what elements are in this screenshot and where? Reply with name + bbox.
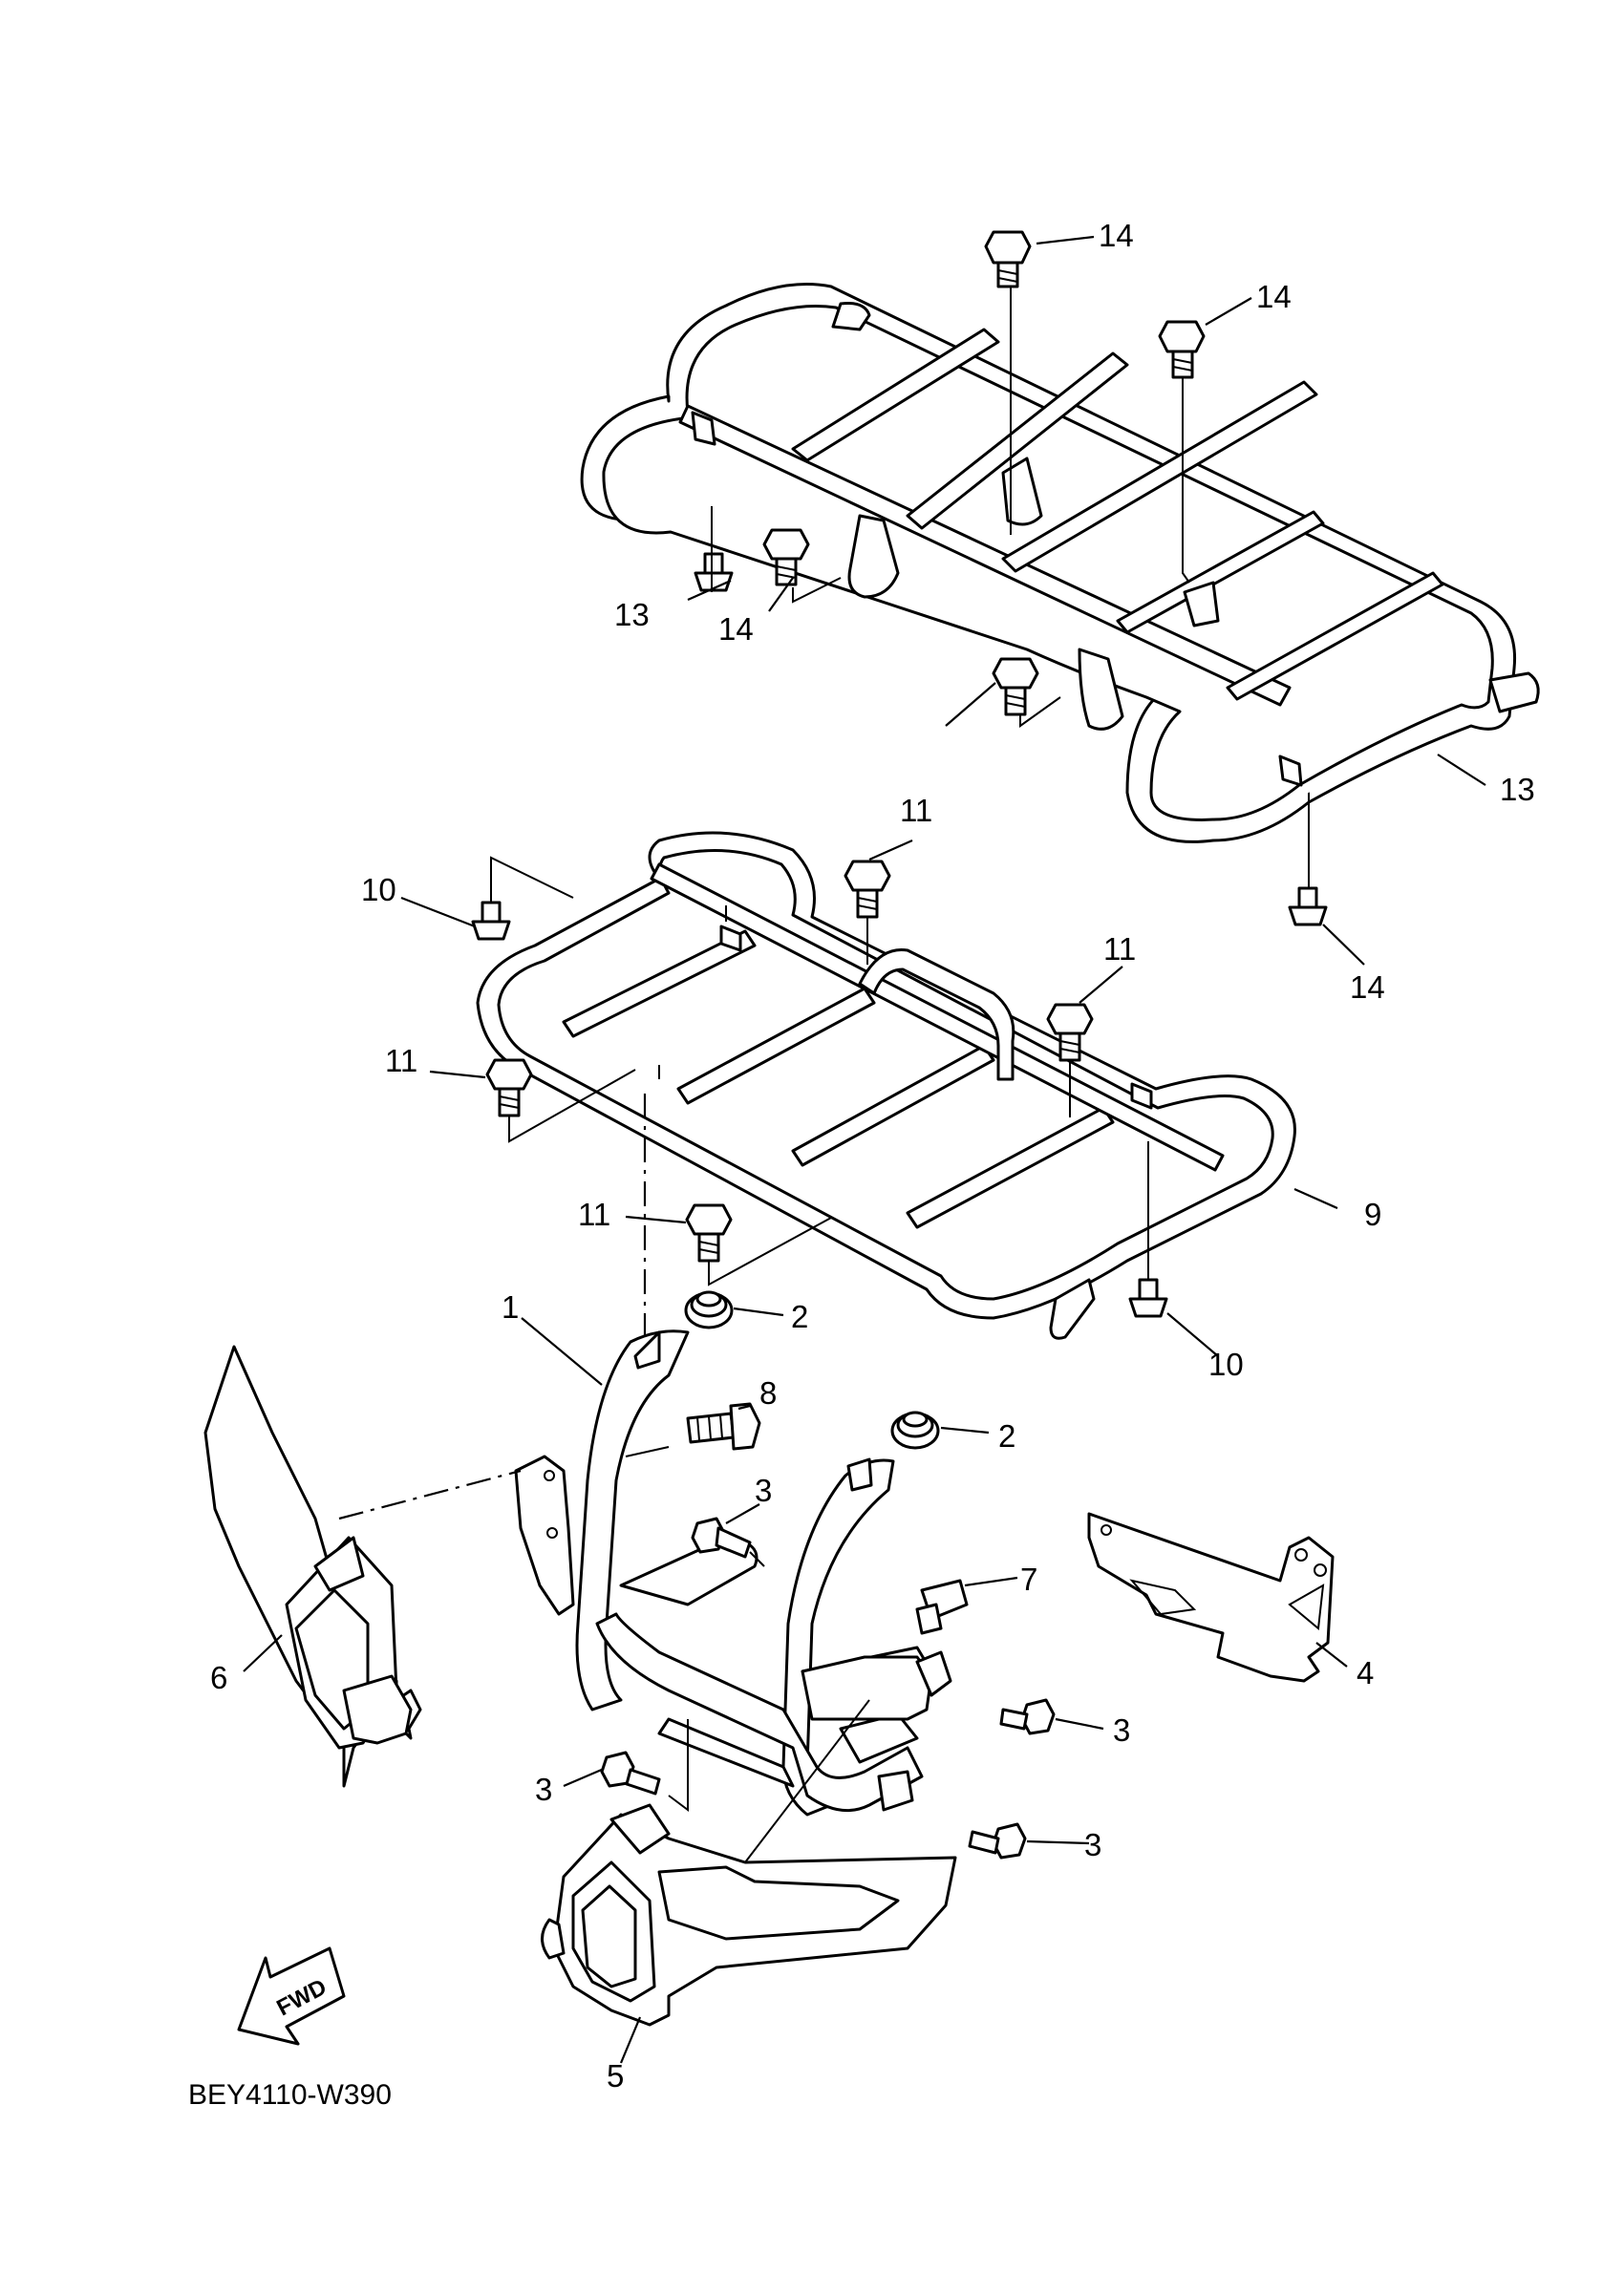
front-guard-part-1 — [575, 1329, 933, 1817]
rear-carrier-part-12 — [580, 283, 1540, 843]
bolt-3-d — [968, 1822, 1027, 1860]
front-carrier-part-9 — [476, 831, 1296, 1340]
bolt-11-d — [685, 1203, 733, 1263]
callout-2: 2 — [791, 1299, 808, 1334]
bolt-11-b — [1046, 1003, 1094, 1062]
bolt-3-c — [600, 1751, 661, 1796]
callout-1: 1 — [502, 1289, 519, 1325]
screw-10-a — [471, 901, 511, 941]
bolt-14-b — [1158, 320, 1206, 379]
callout-13: 14 — [1350, 969, 1385, 1005]
callout-13: 13 — [614, 597, 650, 632]
callout-7: 6 — [210, 1660, 227, 1695]
screw-10-b — [1128, 1278, 1168, 1318]
callout-10: 10 — [361, 872, 396, 907]
callout-2: 2 — [998, 1418, 1015, 1454]
callout-3: 3 — [1084, 1827, 1101, 1862]
callout-14: 14 — [718, 611, 754, 647]
bolt-14-a — [984, 230, 1032, 288]
bolt-14-c — [762, 528, 810, 586]
callout-14: 14 — [1256, 279, 1292, 314]
callout-6: 7 — [1020, 1562, 1037, 1597]
alignment-lines — [338, 287, 1310, 1863]
screw-13-a — [694, 552, 734, 592]
bolt-11-a — [844, 860, 891, 919]
callout-8: 8 — [759, 1375, 777, 1411]
callout-3: 3 — [755, 1473, 772, 1508]
callout-12: 13 — [1500, 772, 1535, 807]
callout-labels: 14 14 13 14 13 14 10 11 11 11 11 9 10 1 … — [210, 218, 1535, 2094]
lower-guard-part-5 — [541, 1803, 957, 2027]
diagram-code: BEY4110-W390 — [188, 2079, 392, 2111]
callout-4: 4 — [1357, 1655, 1374, 1690]
callout-11: 11 — [900, 793, 932, 828]
fwd-arrow-icon: FWD — [237, 1946, 346, 2046]
callout-9: 9 — [1364, 1197, 1381, 1232]
callout-3: 3 — [1113, 1712, 1130, 1748]
bolt-3-b — [999, 1698, 1056, 1735]
callout-11: 11 — [1103, 931, 1136, 967]
clip-nut — [877, 1650, 952, 1812]
leader-lines — [243, 235, 1486, 2064]
bolt-8 — [686, 1402, 761, 1451]
callout-11: 11 — [385, 1043, 417, 1078]
bolt-6 — [915, 1579, 969, 1635]
bolt-11-c — [485, 1058, 533, 1117]
side-guard-part-7 — [203, 1345, 422, 1788]
callout-14: 14 — [1099, 218, 1134, 253]
callout-3: 3 — [535, 1772, 552, 1807]
bracket-part-4 — [1087, 1512, 1335, 1683]
grommet-2-b — [890, 1411, 940, 1450]
callout-11: 11 — [578, 1197, 610, 1232]
bolt-14-d — [992, 657, 1039, 716]
bolt-3-a — [691, 1517, 752, 1559]
grommet-2-a — [684, 1290, 734, 1329]
screw-13-b — [1288, 886, 1328, 926]
callout-10: 10 — [1208, 1347, 1244, 1382]
frame-side-plate — [514, 1455, 933, 1721]
callout-5: 5 — [607, 2058, 624, 2094]
